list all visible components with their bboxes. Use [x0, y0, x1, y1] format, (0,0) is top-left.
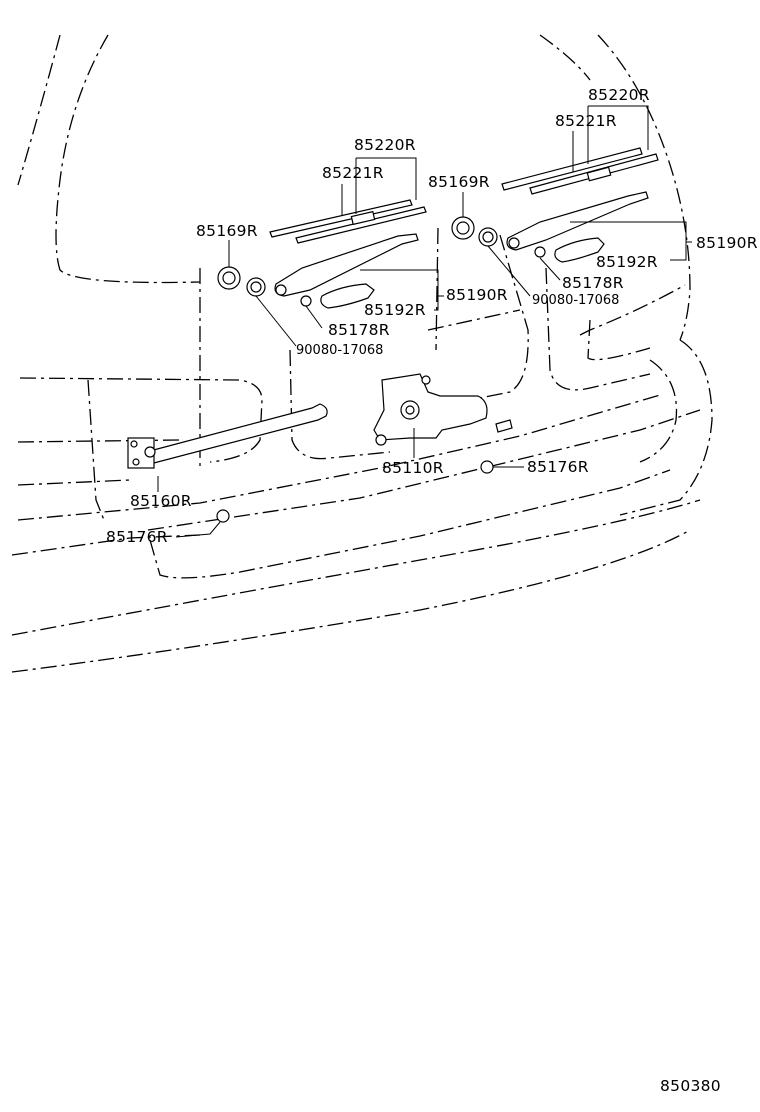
diagram-code: 850380: [660, 1077, 721, 1095]
part-labels: 85220R 85221R 85220R 85221R 85169R 85169…: [106, 86, 758, 546]
vehicle-body-outline: [11, 34, 713, 673]
wiper-blade-left[interactable]: [269, 199, 427, 244]
label-head-cover-right[interactable]: 85192R: [596, 253, 658, 271]
label-blade-right[interactable]: 85220R: [588, 86, 650, 104]
washer-left[interactable]: [246, 277, 266, 297]
label-head-cover-left[interactable]: 85192R: [364, 301, 426, 319]
label-washer-right[interactable]: 90080-17068: [532, 293, 619, 308]
label-arm-left[interactable]: 85190R: [446, 286, 508, 304]
wiper-link[interactable]: [127, 403, 328, 469]
washer-right[interactable]: [478, 227, 498, 247]
label-blade-left[interactable]: 85220R: [354, 136, 416, 154]
wiper-blade-right[interactable]: [501, 147, 659, 195]
label-link[interactable]: 85160R: [130, 492, 192, 510]
label-washer-left[interactable]: 90080-17068: [296, 343, 383, 358]
label-grommet-left[interactable]: 85176R: [106, 528, 168, 546]
label-motor[interactable]: 85110R: [382, 459, 444, 477]
label-cap-right[interactable]: 85169R: [428, 173, 490, 191]
grommet-left[interactable]: [216, 509, 230, 523]
label-grommet-right[interactable]: 85176R: [527, 458, 589, 476]
wiper-motor[interactable]: [373, 373, 513, 446]
grommet-right[interactable]: [480, 460, 494, 474]
cap-right[interactable]: [451, 216, 475, 240]
label-nut-left[interactable]: 85178R: [328, 321, 390, 339]
label-nut-right[interactable]: 85178R: [562, 274, 624, 292]
wiper-arm-left[interactable]: [274, 233, 419, 309]
label-refill-right[interactable]: 85221R: [555, 112, 617, 130]
label-arm-right[interactable]: 85190R: [696, 234, 758, 252]
wiper-arm-right[interactable]: [506, 191, 649, 263]
cap-left[interactable]: [217, 266, 241, 290]
leader-lines: [157, 105, 692, 538]
label-refill-left[interactable]: 85221R: [322, 164, 384, 182]
label-cap-left[interactable]: 85169R: [196, 222, 258, 240]
